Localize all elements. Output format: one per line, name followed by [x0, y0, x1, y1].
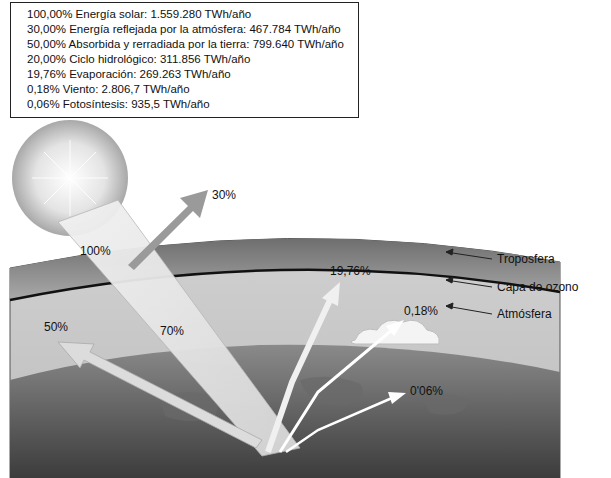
percent-label: 30% — [212, 188, 236, 202]
percent-label: 100% — [80, 244, 111, 258]
table-row: 20,00% Ciclo hidrológico: 311.856 TWh/añ… — [27, 52, 346, 67]
layer-label: Capa de ozono — [497, 280, 578, 294]
layer-label: Atmósfera — [497, 307, 552, 321]
table-row: 100,00% Energía solar: 1.559.280 TWh/año — [27, 7, 346, 22]
table-row: 30,00% Energía reflejada por la atmósfer… — [27, 22, 346, 37]
percent-label: 0,18% — [404, 304, 438, 318]
percent-label: 19,76% — [330, 264, 371, 278]
percent-label: 0'06% — [410, 384, 443, 398]
percent-label: 70% — [160, 324, 184, 338]
data-table-box: 100,00% Energía solar: 1.559.280 TWh/año… — [10, 2, 359, 118]
layer-label: Troposfera — [497, 252, 555, 266]
table-row: 0,18% Viento: 2.806,7 TWh/año — [27, 82, 346, 97]
table-row: 19,76% Evaporación: 269.263 TWh/año — [27, 67, 346, 82]
table-row: 0,06% Fotosíntesis: 935,5 TWh/año — [27, 97, 346, 112]
percent-label: 50% — [44, 320, 68, 334]
table-row: 50,00% Absorbida y rerradiada por la tie… — [27, 37, 346, 52]
